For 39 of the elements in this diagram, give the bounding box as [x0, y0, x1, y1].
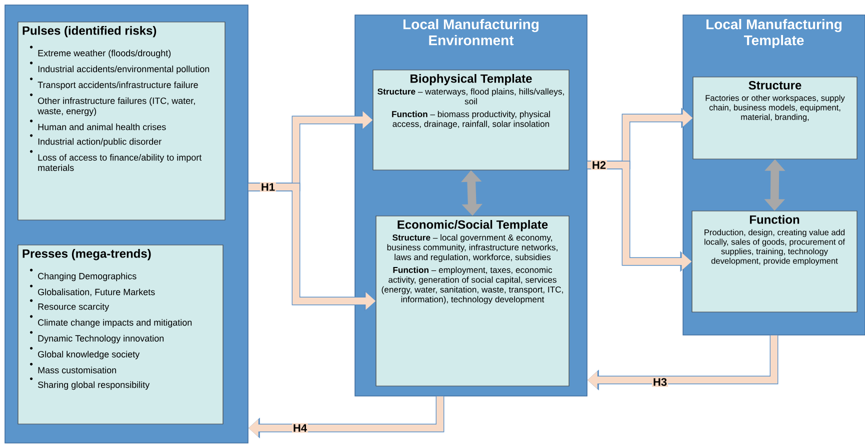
- box-heading: Structure: [748, 81, 802, 90]
- list-item: Changing Demographics: [38, 272, 136, 282]
- edge-label: H4: [294, 424, 307, 432]
- list-item: Industrial action/public disorder: [38, 138, 162, 147]
- template-box: [372, 70, 570, 170]
- box-heading: Biophysical Template: [410, 74, 532, 86]
- panel-title: Local Manufacturing Template: [706, 19, 842, 48]
- list-item: Extreme weather (floods/drought): [38, 50, 171, 58]
- edge-label: H3: [654, 378, 667, 386]
- list-item: Sharing global responsibility: [38, 381, 150, 390]
- function-box: [692, 210, 858, 312]
- list-item: Transport accidents/infrastructure failure: [38, 81, 198, 90]
- description: Production, design, creating value add locally, sales of goods, procurement of supplies, training, technology development, provide employment: [704, 229, 845, 266]
- list-item: Dynamic Technology innovation: [38, 334, 164, 344]
- structure-box: [692, 76, 858, 160]
- box-heading: Pulses (identified risks): [22, 26, 156, 38]
- description: Structure – local government & economy, business community, infrastructure networks, laws and regulation, workforce, subsidies: [387, 234, 558, 262]
- edge-label: H2: [592, 161, 606, 169]
- box-heading: Function: [750, 215, 800, 224]
- list-item: Human and animal health crises: [38, 124, 166, 130]
- template-box: [376, 216, 570, 386]
- risk-list-box: [18, 22, 226, 220]
- description: Function – biomass productivity, physical access, drainage, rainfall, solar insolation: [392, 110, 550, 129]
- panel-title: Local Manufacturing Environment: [404, 19, 539, 46]
- box-heading: Economic/Social Template: [398, 220, 548, 232]
- description: Factories or other workspaces, supply chain, business models, equipment, material, branding,: [706, 94, 845, 122]
- list-item: Globalisation, Future Markets: [38, 288, 155, 296]
- list-item: Mass customisation: [38, 366, 116, 374]
- edge-label: H1: [262, 183, 275, 191]
- trend-list-box: [18, 244, 224, 424]
- list-item: Other infrastructure failures (ITC, water, waste, energy): [38, 97, 195, 116]
- description: Structure – waterways, flood plains, hills/valleys, soil: [378, 88, 564, 104]
- list-item: Climate change impacts and mitigation: [38, 319, 192, 328]
- box-heading: Presses (mega-trends): [22, 249, 151, 260]
- list-item: Resource scarcity: [38, 303, 110, 312]
- list-item: Industrial accidents/environmental pollution: [38, 66, 210, 74]
- description: Function – employment, taxes, economic activity, generation of social capital, services (energy, water, sanitation, waste, transport, ITC, information), technology development: [382, 266, 563, 304]
- list-item: Global knowledge society: [38, 350, 140, 360]
- list-item: Loss of access to finance/ability to import materials: [38, 154, 202, 171]
